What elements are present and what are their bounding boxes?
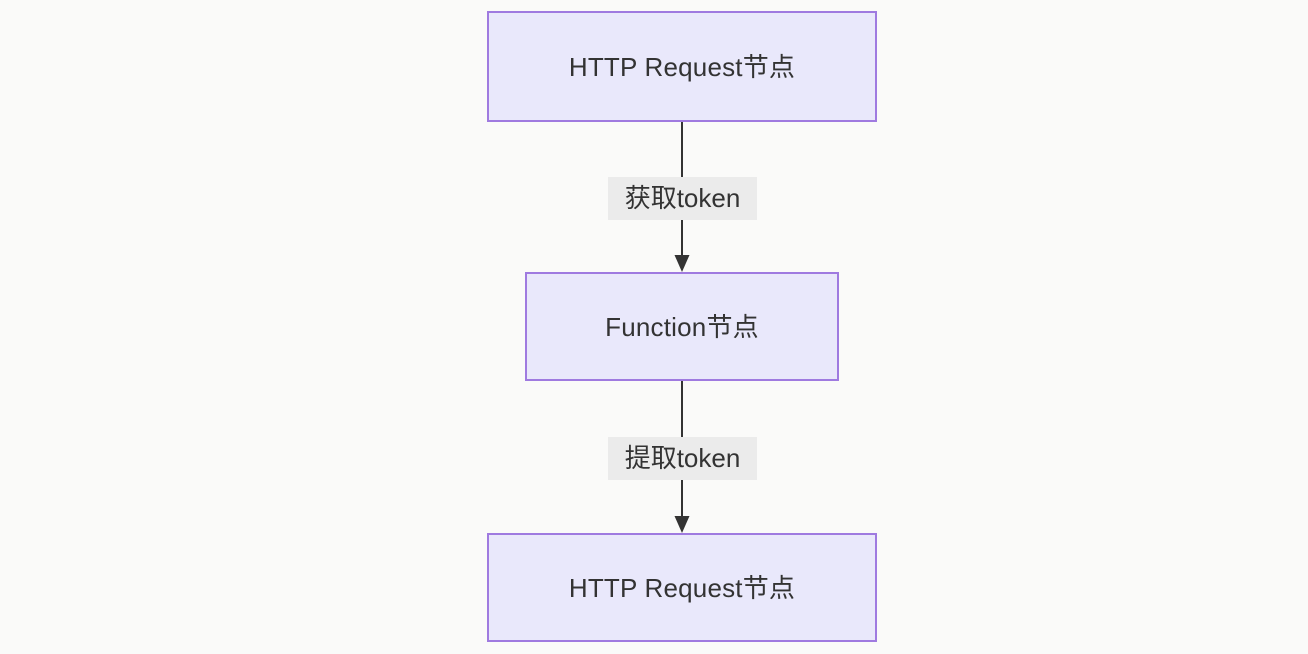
node-http-request-1-label: HTTP Request节点 xyxy=(568,51,796,82)
edge-label-extract-token: 提取token xyxy=(608,437,757,480)
arrow-down-icon xyxy=(674,516,690,533)
arrow-down-icon xyxy=(674,255,690,272)
node-function-label: Function节点 xyxy=(605,311,759,342)
node-http-request-2-label: HTTP Request节点 xyxy=(568,572,796,603)
node-http-request-1[interactable]: HTTP Request节点 xyxy=(487,11,877,122)
node-function[interactable]: Function节点 xyxy=(525,272,839,381)
edge-label-get-token: 获取token xyxy=(608,177,757,220)
node-http-request-2[interactable]: HTTP Request节点 xyxy=(487,533,877,642)
